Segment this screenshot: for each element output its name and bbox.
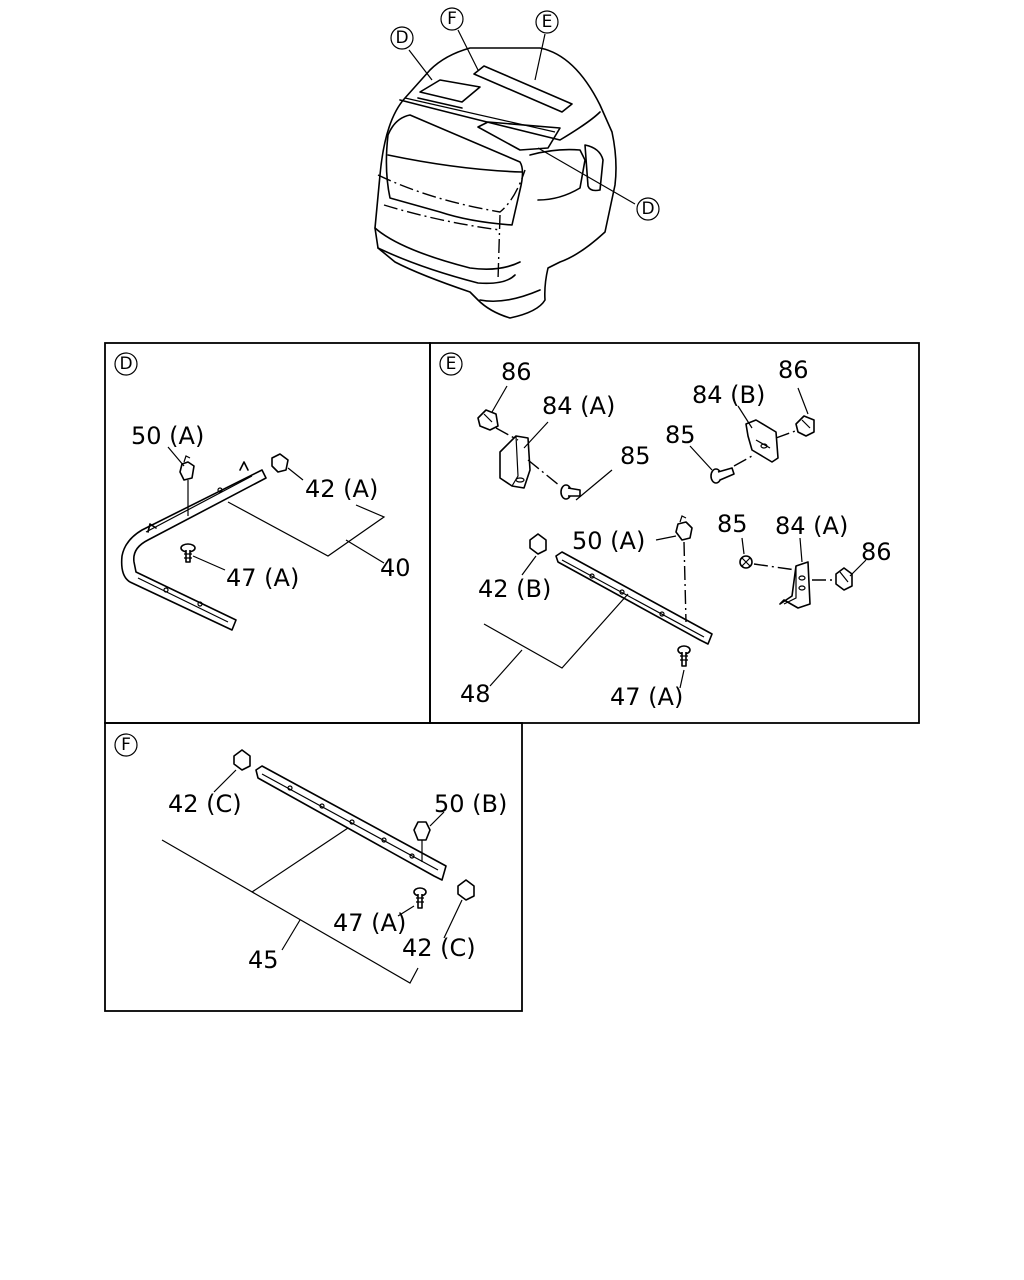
panel-e-marker: E: [439, 352, 463, 376]
panel-e-frame: [429, 342, 920, 724]
label-47a-f: 47 (A): [333, 909, 406, 937]
label-84b: 84 (B): [692, 381, 765, 409]
screw-85-lower-icon: [739, 555, 753, 569]
screw-85-top-left-icon: [560, 484, 581, 500]
screw-47a-f-icon: [413, 887, 427, 909]
svg-text:F: F: [447, 9, 457, 29]
label-47a-e: 47 (A): [610, 683, 683, 711]
clip-50b-icon: [413, 821, 431, 841]
svg-text:D: D: [641, 199, 654, 219]
panel-d: D 50 (A): [114, 352, 411, 631]
bracket-84b-icon: [745, 419, 779, 463]
nut-42a-icon: [271, 453, 289, 473]
screw-47a-icon: [180, 543, 196, 563]
label-85-top-right: 85: [665, 421, 696, 449]
label-84a-lower: 84 (A): [775, 512, 848, 540]
clip-86-lower-icon: [835, 567, 853, 591]
label-85-lower: 85: [717, 510, 748, 538]
label-50b: 50 (B): [434, 790, 507, 818]
rail-part-40: [120, 469, 267, 631]
label-86-lower: 86: [861, 538, 892, 566]
label-42b: 42 (B): [478, 575, 551, 603]
label-84a-top: 84 (A): [542, 392, 615, 420]
label-85-top-left: 85: [620, 442, 651, 470]
nut-42c-bottom-icon: [457, 879, 475, 901]
label-50a: 50 (A): [131, 422, 204, 450]
svg-text:F: F: [121, 735, 131, 755]
label-42a: 42 (A): [305, 475, 378, 503]
label-50a-e: 50 (A): [572, 527, 645, 555]
nut-42c-top-icon: [233, 749, 251, 771]
rail-part-48: [555, 551, 713, 645]
view-marker-d-right: D: [636, 197, 660, 221]
label-42c-bottom: 42 (C): [402, 934, 476, 962]
panel-f: F: [114, 733, 507, 984]
clip-50a-e-icon: [675, 515, 693, 541]
clip-86-top-right-icon: [795, 415, 815, 437]
vehicle-overview: [374, 29, 636, 319]
view-marker-e-top: E: [535, 10, 559, 34]
label-48: 48: [460, 680, 491, 708]
label-40: 40: [380, 554, 411, 582]
panel-e: E: [439, 352, 892, 711]
svg-text:D: D: [395, 28, 408, 48]
view-marker-d-top-left: D: [390, 26, 414, 50]
panel-f-frame: [104, 722, 523, 1012]
panel-f-marker: F: [114, 733, 138, 757]
clip-86-left-icon: [477, 409, 499, 431]
label-47a: 47 (A): [226, 564, 299, 592]
label-86-left: 86: [501, 358, 532, 386]
screw-85-top-right-icon: [710, 467, 735, 484]
svg-text:E: E: [446, 354, 457, 374]
bracket-84a-top-icon: [499, 435, 531, 489]
nut-42b-icon: [529, 533, 547, 555]
panel-d-marker: D: [114, 352, 138, 376]
bracket-84a-lower-icon: [779, 561, 811, 609]
label-86-top-right: 86: [778, 356, 809, 384]
svg-text:D: D: [119, 354, 132, 374]
label-42c-top: 42 (C): [168, 790, 242, 818]
view-marker-f-top: F: [440, 7, 464, 31]
screw-47a-e-icon: [677, 645, 691, 667]
label-45: 45: [248, 946, 279, 974]
svg-text:E: E: [542, 12, 553, 32]
